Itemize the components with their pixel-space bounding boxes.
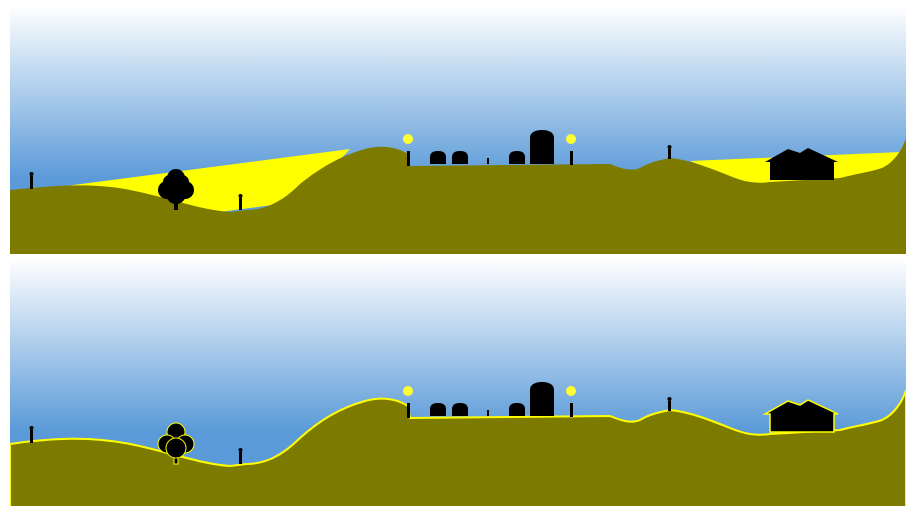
panel-top-scene xyxy=(10,6,906,254)
bollard xyxy=(487,158,489,164)
person-silhouette xyxy=(30,426,34,443)
car-silhouette xyxy=(452,151,468,164)
car-silhouette xyxy=(509,403,525,416)
bus-silhouette xyxy=(530,130,554,164)
bollard xyxy=(487,410,489,416)
car-silhouette xyxy=(430,403,446,416)
panel-bottom-scene xyxy=(10,258,906,506)
car-silhouette xyxy=(509,151,525,164)
car-silhouette xyxy=(452,403,468,416)
car-silhouette xyxy=(430,151,446,164)
person-silhouette xyxy=(30,172,34,189)
bus-silhouette xyxy=(530,382,554,416)
panel-top-svg xyxy=(10,6,906,254)
person-silhouette xyxy=(668,397,672,411)
person-silhouette xyxy=(239,194,243,210)
person-silhouette xyxy=(668,145,672,159)
panel-bottom-svg xyxy=(10,258,906,506)
person-silhouette xyxy=(239,448,243,464)
